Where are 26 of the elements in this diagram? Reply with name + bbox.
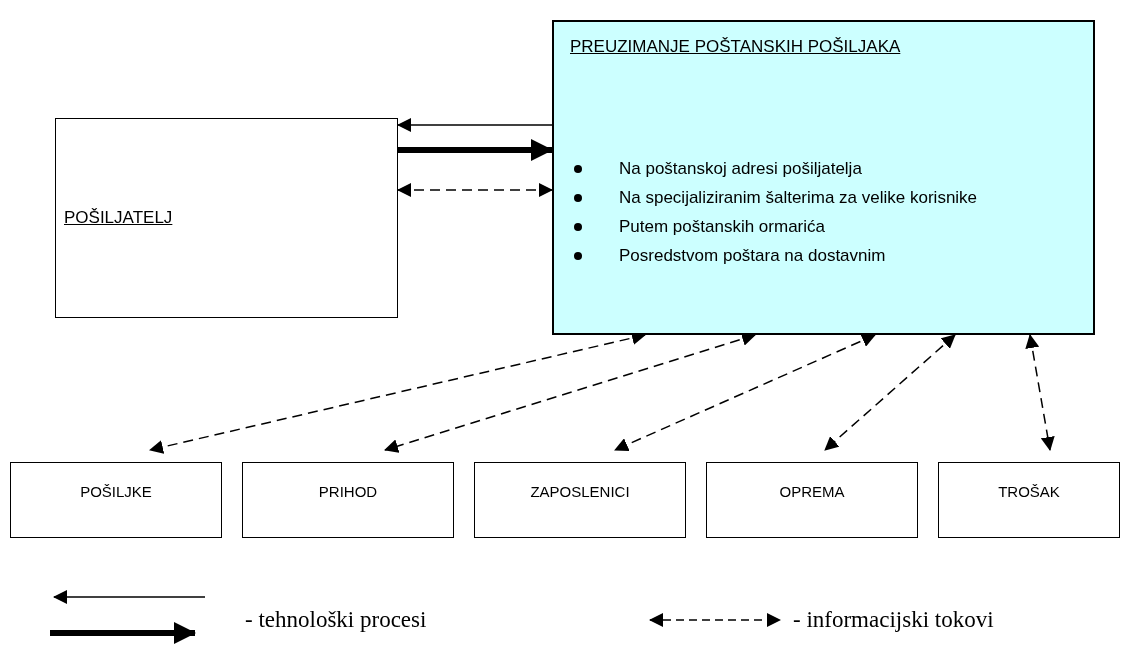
- box-label: POŠILJATELJ: [64, 207, 173, 230]
- legend-text: - tehnološki procesi: [245, 606, 427, 634]
- box-label: TROŠAK: [998, 482, 1060, 502]
- box-label: PRIHOD: [318, 482, 378, 502]
- arrow: [824, 334, 956, 451]
- arrow: [397, 183, 553, 197]
- process-box: [552, 20, 1095, 335]
- category-box: [10, 462, 222, 538]
- list-item: Na specijaliziranim šalterima za velike korisnike: [619, 186, 978, 209]
- category-box: [242, 462, 454, 538]
- category-box: [938, 462, 1120, 538]
- legend-text: - informacijski tokovi: [793, 606, 994, 634]
- box-label: OPREMA: [779, 482, 845, 502]
- box-label: POŠILJKE: [80, 482, 152, 502]
- box-heading: PREUZIMANJE POŠTANSKIH POŠILJAKA: [570, 36, 902, 58]
- list-item: Putem poštanskih ormarića: [619, 215, 825, 238]
- arrow: [398, 139, 553, 161]
- arrow: [1025, 334, 1055, 451]
- category-box: [706, 462, 918, 538]
- category-box: [474, 462, 686, 538]
- list-item: Na poštanskoj adresi pošiljatelja: [619, 157, 862, 180]
- sender-box: [55, 118, 398, 318]
- list-item: Posredstvom poštara na dostavnim: [619, 244, 886, 267]
- arrow: [614, 333, 876, 452]
- box-label: ZAPOSLENICI: [530, 482, 630, 502]
- arrow: [397, 118, 553, 132]
